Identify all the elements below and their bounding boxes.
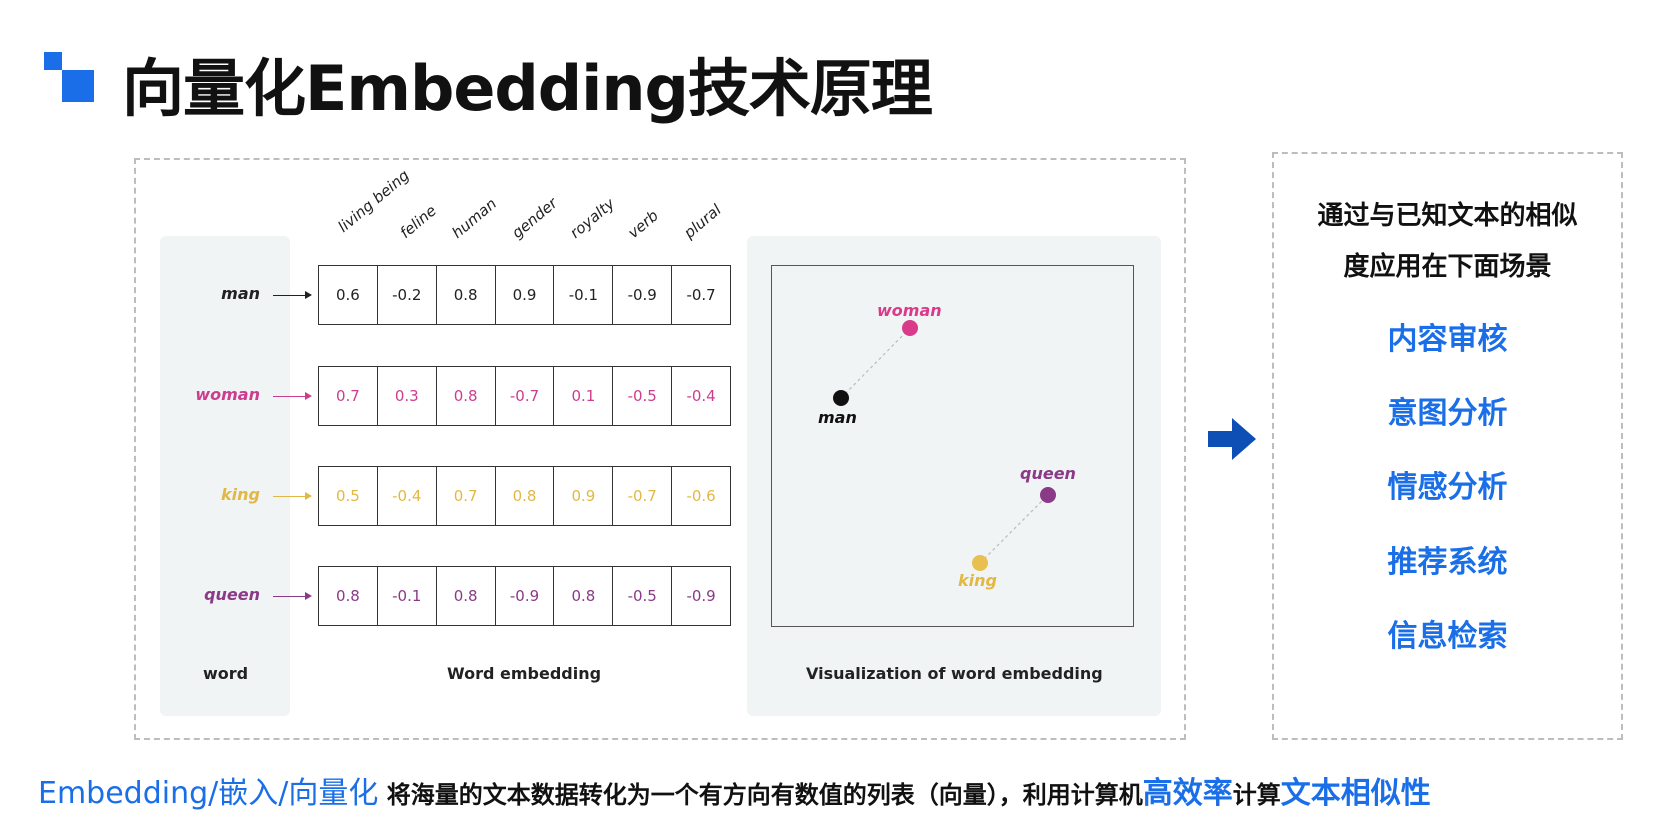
word-caption: word xyxy=(203,664,249,683)
embedding-cell: -0.2 xyxy=(378,266,437,324)
row-arrow-head xyxy=(305,291,312,299)
row-arrow xyxy=(273,596,307,597)
embedding-row-queen: 0.8 -0.1 0.8 -0.9 0.8 -0.5 -0.9 xyxy=(318,566,731,626)
label-woman: woman xyxy=(877,301,942,320)
row-arrow xyxy=(273,295,307,296)
embedding-row-king: 0.5 -0.4 0.7 0.8 0.9 -0.7 -0.6 xyxy=(318,466,731,526)
embedding-cell: 0.8 xyxy=(496,467,555,525)
row-arrow xyxy=(273,496,307,497)
embedding-cell: 0.3 xyxy=(378,367,437,425)
embedding-cell: 0.5 xyxy=(319,467,378,525)
embedding-cell: 0.9 xyxy=(554,467,614,525)
man-woman-link xyxy=(840,327,911,399)
application-item: 情感分析 xyxy=(1387,470,1508,505)
visualization-plot: woman man queen king xyxy=(771,265,1134,627)
row-arrow-head xyxy=(305,392,312,400)
embedding-cell: -0.1 xyxy=(554,266,614,324)
visualization-svg: woman man queen king xyxy=(818,301,1076,590)
logo-icon xyxy=(44,52,94,102)
application-item: 推荐系统 xyxy=(1387,545,1508,580)
embedding-row-woman: 0.7 0.3 0.8 -0.7 0.1 -0.5 -0.4 xyxy=(318,366,731,426)
king-queen-link xyxy=(979,494,1049,564)
embedding-cell: 0.9 xyxy=(496,266,555,324)
visualization-caption: Visualization of word embedding xyxy=(806,664,1103,683)
embedding-cell: 0.7 xyxy=(319,367,378,425)
point-king xyxy=(972,555,988,571)
embedding-cell: -0.4 xyxy=(378,467,437,525)
application-item: 信息检索 xyxy=(1387,619,1508,654)
right-arrow-icon xyxy=(1208,418,1256,460)
embedding-cell: 0.1 xyxy=(554,367,614,425)
embedding-row-man: 0.6 -0.2 0.8 0.9 -0.1 -0.9 -0.7 xyxy=(318,265,731,325)
summary-text-compute: 计算 xyxy=(1232,781,1281,809)
embedding-cell: -0.9 xyxy=(686,587,716,605)
page-title: 向量化Embedding技术原理 xyxy=(122,52,933,125)
summary-sentence: Embedding/嵌入/向量化 将海量的文本数据转化为一个有方向有数值的列表（… xyxy=(38,768,1431,812)
summary-text: 将海量的文本数据转化为一个有方向有数值的列表（向量），利用计算机 xyxy=(378,781,1143,809)
row-word-woman: woman xyxy=(195,385,260,404)
embedding-cell: 0.7 xyxy=(437,467,496,525)
embedding-cell: 0.8 xyxy=(319,567,378,625)
embedding-cell: 0.8 xyxy=(554,567,614,625)
embedding-cell: -0.1 xyxy=(378,567,437,625)
embedding-cell: -0.9 xyxy=(613,266,673,324)
embedding-cell: -0.4 xyxy=(686,387,716,405)
summary-term: Embedding/嵌入/向量化 xyxy=(38,776,379,811)
point-queen xyxy=(1040,487,1056,503)
embedding-cell: -0.9 xyxy=(496,567,555,625)
summary-highlight-efficiency: 高效率 xyxy=(1142,776,1233,811)
embedding-cell: 0.8 xyxy=(437,266,496,324)
embedding-cell: -0.5 xyxy=(613,367,673,425)
embedding-cell: 0.6 xyxy=(319,266,378,324)
application-item: 内容审核 xyxy=(1387,322,1508,357)
embedding-cell: -0.6 xyxy=(686,487,716,505)
label-king: king xyxy=(958,571,997,590)
summary-highlight-similarity: 文本相似性 xyxy=(1280,776,1431,811)
row-word-man: man xyxy=(221,284,260,303)
applications-panel xyxy=(1272,152,1623,740)
row-arrow-head xyxy=(305,492,312,500)
embedding-cell: 0.8 xyxy=(437,367,496,425)
embedding-diagram-panel xyxy=(134,158,1186,740)
row-arrow-head xyxy=(305,592,312,600)
label-queen: queen xyxy=(1020,464,1076,483)
embedding-caption: Word embedding xyxy=(447,664,602,683)
row-word-king: king xyxy=(221,485,260,504)
visualization-background xyxy=(747,236,1161,716)
embedding-cell: -0.7 xyxy=(613,467,673,525)
label-man: man xyxy=(818,408,857,427)
intro-text-line2: 度应用在下面场景 xyxy=(1343,252,1552,282)
embedding-cell: -0.7 xyxy=(686,286,716,304)
intro-text-line1: 通过与已知文本的相似 xyxy=(1317,201,1578,231)
row-arrow xyxy=(273,396,307,397)
point-woman xyxy=(902,320,918,336)
embedding-cell: -0.7 xyxy=(496,367,555,425)
word-column-background xyxy=(160,236,290,716)
embedding-cell: 0.8 xyxy=(437,567,496,625)
application-item: 意图分析 xyxy=(1387,396,1508,431)
point-man xyxy=(833,390,849,406)
row-word-queen: queen xyxy=(204,585,260,604)
embedding-cell: -0.5 xyxy=(613,567,673,625)
